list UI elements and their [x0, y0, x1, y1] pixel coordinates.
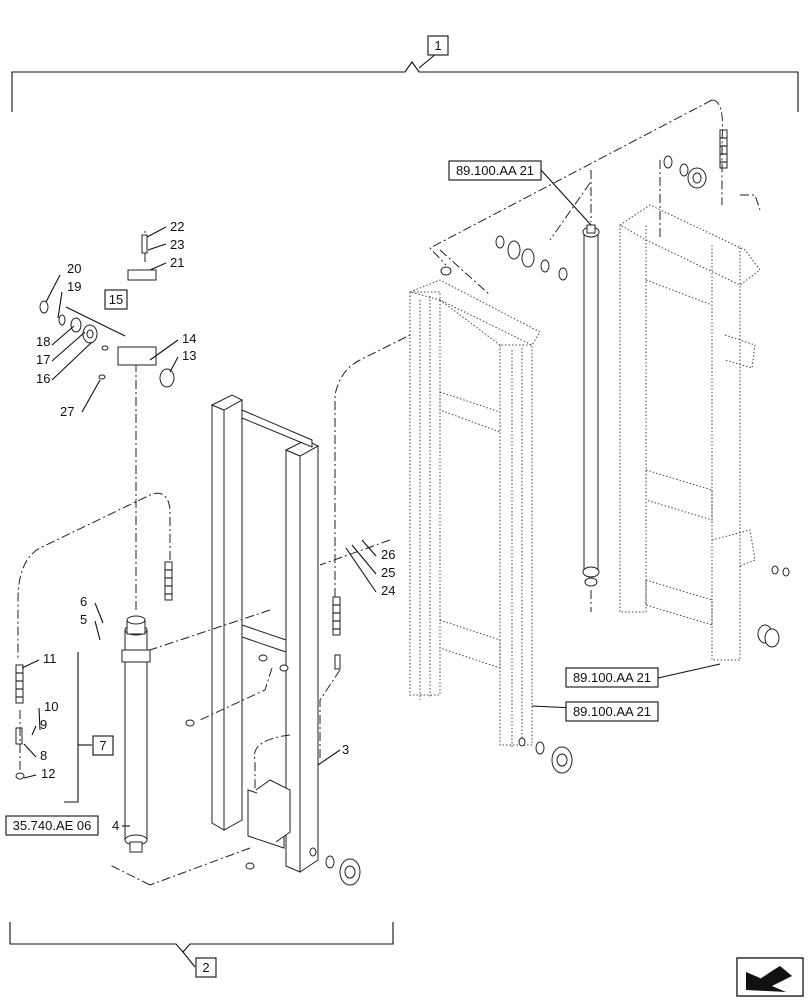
callout-box-2[interactable]: 2: [195, 957, 217, 978]
part-number-11: 11: [43, 651, 57, 666]
part-number-22: 22: [170, 219, 184, 234]
callout-label-1: 1: [434, 38, 441, 53]
leader-lines: [21, 169, 721, 827]
part-number-24: 24: [381, 583, 395, 598]
outer-mast-assembly: [408, 204, 761, 748]
callout-label-15: 15: [109, 292, 123, 307]
part-number-10: 10: [44, 699, 58, 714]
right-bottom-rollers: [518, 565, 790, 774]
part-number-20: 20: [67, 261, 81, 276]
reference-label-right-2: 89.100.AA 21: [573, 704, 651, 719]
inner-mast-assembly: [210, 394, 320, 873]
inner-mast-chain: [332, 596, 341, 670]
left-center-lines: [17, 230, 171, 770]
reference-link-top[interactable]: 89.100.AA 21: [448, 160, 542, 181]
callout-box-1[interactable]: 1: [427, 35, 449, 56]
reference-link-right-1[interactable]: 89.100.AA 21: [565, 667, 659, 688]
left-chain: [15, 561, 173, 780]
left-lift-cylinder: [121, 615, 151, 853]
part-number-5: 5: [80, 612, 87, 627]
part-number-14: 14: [182, 331, 196, 346]
reference-link-right-2[interactable]: 89.100.AA 21: [565, 701, 659, 722]
callout-box-7[interactable]: 7: [92, 735, 114, 756]
part-number-13: 13: [182, 348, 196, 363]
part-number-27: 27: [60, 404, 74, 419]
assembly-bracket-1: [11, 52, 799, 112]
part-number-26: 26: [381, 547, 395, 562]
reference-link-left[interactable]: 35.740.AE 06: [5, 815, 99, 836]
right-center-lines: [429, 99, 761, 612]
part-number-labels: 22 23 21 20 19 18 17 16 14 13 27 26 25 2…: [36, 219, 395, 833]
part-number-8: 8: [40, 748, 47, 763]
part-number-3: 3: [342, 742, 349, 757]
part-number-17: 17: [36, 352, 50, 367]
part-number-19: 19: [67, 279, 81, 294]
part-number-21: 21: [170, 255, 184, 270]
reference-label-top: 89.100.AA 21: [456, 163, 534, 178]
upper-pulley-group: [39, 234, 175, 388]
part-number-12: 12: [41, 766, 55, 781]
part-number-16: 16: [36, 371, 50, 386]
callout-box-15[interactable]: 15: [104, 289, 128, 310]
right-chain: [719, 129, 728, 169]
reference-label-right-1: 89.100.AA 21: [573, 670, 651, 685]
arrow-back-icon[interactable]: [736, 957, 804, 997]
part-number-9: 9: [40, 717, 47, 732]
reference-label-left: 35.740.AE 06: [13, 818, 92, 833]
center-lines-middle: [109, 334, 411, 886]
part-number-6: 6: [80, 594, 87, 609]
right-lift-cylinder: [582, 224, 600, 587]
callout-label-7: 7: [99, 738, 106, 753]
callout-label-2: 2: [202, 960, 209, 975]
part-number-18: 18: [36, 334, 50, 349]
inner-mast-rollers: [185, 719, 361, 886]
right-top-rollers: [440, 155, 707, 281]
part-number-23: 23: [170, 237, 184, 252]
assembly-bracket-2: [9, 922, 394, 968]
part-number-25: 25: [381, 565, 395, 580]
part-number-4: 4: [112, 818, 119, 833]
